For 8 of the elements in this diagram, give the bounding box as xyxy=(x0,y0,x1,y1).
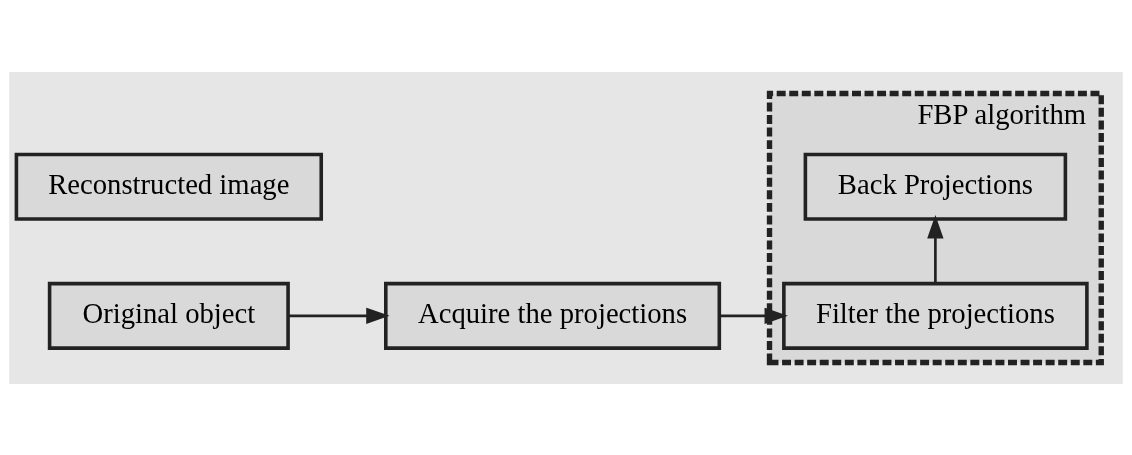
node-box: Back Projections xyxy=(803,152,1068,221)
arrow xyxy=(927,214,944,283)
node-box: Acquire the projections xyxy=(384,281,722,350)
arrow xyxy=(288,307,390,324)
node-box: Original object xyxy=(47,281,290,350)
node-box: Filter the projections xyxy=(782,281,1089,350)
node-box: Reconstructed image xyxy=(14,152,324,221)
arrow xyxy=(719,307,788,324)
